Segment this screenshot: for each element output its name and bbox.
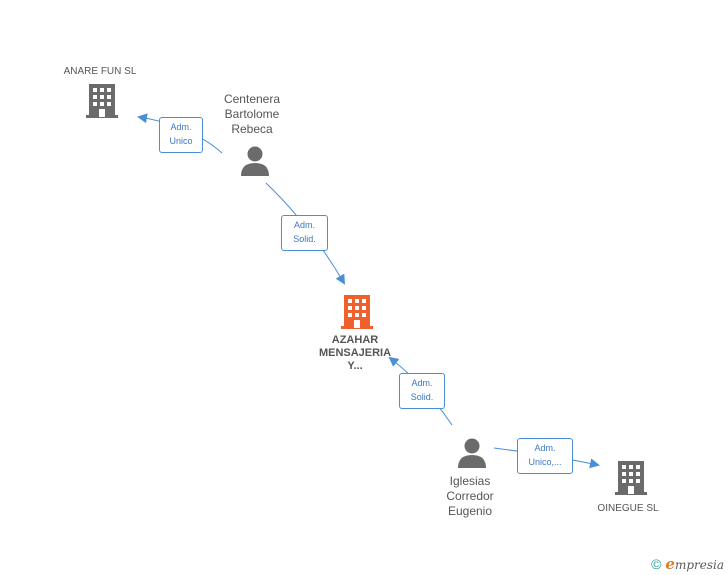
edge-label-line: Unico,... — [528, 457, 562, 467]
copyright-icon: © — [651, 556, 662, 572]
edge-label-adm-solid[interactable]: Adm. Solid. — [399, 373, 445, 409]
node-label-centenera[interactable]: Centenera Bartolome Rebeca — [200, 92, 304, 137]
node-label-iglesias[interactable]: Iglesias Corredor Eugenio — [418, 474, 522, 519]
person-icon[interactable] — [241, 146, 269, 177]
person-icon[interactable] — [458, 438, 486, 469]
brand-logo[interactable]: empresia — [665, 555, 724, 573]
edge-label-line: Solid. — [410, 392, 434, 402]
main-building-icon[interactable] — [341, 295, 373, 329]
edge-label-line: Solid. — [293, 234, 316, 244]
node-label-oinegue[interactable]: OINEGUE SL — [597, 503, 659, 514]
edge-label-adm-unico[interactable]: Adm. Unico — [159, 117, 203, 153]
node-label-line: Eugenio — [447, 504, 493, 518]
edge-label-line: Adm. — [293, 220, 315, 230]
node-label-line: Y... — [347, 360, 363, 372]
brand-name: mpresia — [674, 558, 724, 572]
edge-label-line: Adm. — [170, 122, 192, 132]
node-label-anare[interactable]: ANARE FUN SL — [63, 66, 137, 77]
edge-label-line: Unico — [169, 136, 193, 146]
brand-initial: e — [665, 555, 675, 573]
building-icon[interactable] — [615, 461, 647, 495]
footer-brand: © empresia — [651, 555, 724, 573]
node-label-line: Rebeca — [231, 122, 273, 136]
node-label-line: MENSAJERIA — [318, 347, 392, 359]
node-label-line: AZAHAR — [331, 334, 379, 346]
node-label-line: Bartolome — [224, 107, 280, 121]
node-label-azahar[interactable]: AZAHAR MENSAJERIA Y... — [300, 334, 410, 373]
node-label-line: Iglesias — [449, 474, 491, 488]
edge-label-adm-solid[interactable]: Adm. Solid. — [281, 215, 328, 251]
node-label-line: Corredor — [446, 489, 494, 503]
edge-label-line: Adm. — [411, 378, 433, 388]
node-label-line: Centenera — [223, 92, 281, 106]
edge-label-adm-unico[interactable]: Adm. Unico,... — [517, 438, 573, 474]
building-icon[interactable] — [86, 84, 118, 118]
edge-label-line: Adm. — [534, 443, 556, 453]
